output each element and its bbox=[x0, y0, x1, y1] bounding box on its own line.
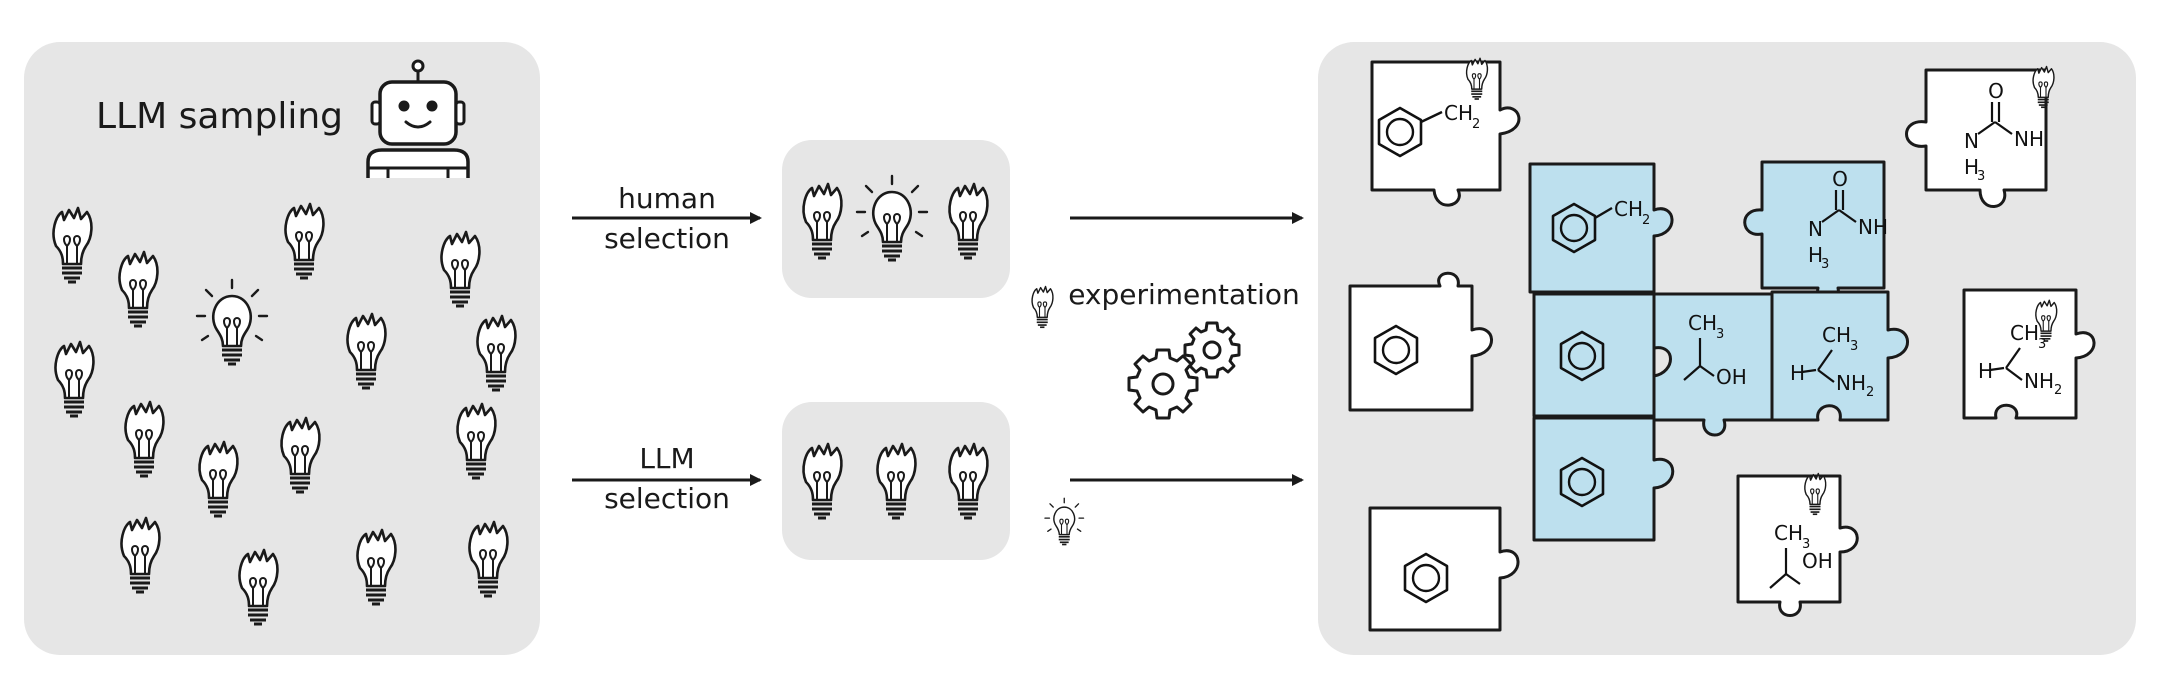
llm-selection-line2: selection bbox=[604, 482, 730, 515]
robot-icon bbox=[366, 59, 470, 178]
puzzle-piece-urea-idea bbox=[1905, 68, 2048, 208]
ch3-label: CH bbox=[1688, 311, 1717, 335]
ch3-sub: 3 bbox=[1802, 537, 1810, 552]
h3-sub: 3 bbox=[1977, 169, 1985, 184]
h-label: H bbox=[1808, 243, 1823, 267]
nh2-sub: 2 bbox=[2054, 383, 2062, 398]
puzzle-piece-benzene-confirmed-2 bbox=[1532, 416, 1675, 542]
ch3-sub: 3 bbox=[1850, 339, 1858, 354]
puzzle-piece-benzene-idea bbox=[1348, 271, 1493, 412]
gears-icon bbox=[1127, 321, 1241, 420]
nh2-label: NH bbox=[2024, 369, 2054, 393]
ch2-label: CH bbox=[1614, 197, 1643, 221]
o-label: O bbox=[1832, 167, 1848, 191]
human-selection-line1: human bbox=[618, 182, 716, 215]
puzzle-piece-benzyl-confirmed bbox=[1528, 162, 1674, 294]
nh2-sub: 2 bbox=[1866, 385, 1874, 400]
n-label: N bbox=[1964, 129, 1979, 153]
h3-sub: 3 bbox=[1821, 257, 1829, 272]
n-label: N bbox=[1808, 217, 1823, 241]
ch3-label: CH bbox=[2010, 321, 2039, 345]
h-label: H bbox=[1790, 361, 1805, 385]
puzzle-piece-benzene-confirmed bbox=[1532, 292, 1656, 418]
ch3-sub: 3 bbox=[2038, 337, 2046, 352]
puzzle-piece-isopropanol-idea bbox=[1736, 474, 1859, 617]
nh2-label: NH bbox=[1836, 371, 1866, 395]
llm-selection-line1: LLM bbox=[639, 442, 694, 475]
broken-lightbulb-icon bbox=[1031, 285, 1054, 329]
puzzle-piece-benzyl-idea bbox=[1370, 60, 1521, 207]
puzzle-piece-benzene-idea-2 bbox=[1368, 506, 1520, 632]
h-label: H bbox=[1978, 359, 1993, 383]
puzzle-piece-ethylamine-idea bbox=[1962, 288, 2096, 420]
oh-label: OH bbox=[1802, 549, 1833, 573]
human-selection-line2: selection bbox=[604, 222, 730, 255]
ch2-label: CH bbox=[1444, 101, 1473, 125]
experimentation-label: experimentation bbox=[1068, 278, 1300, 311]
o-label: O bbox=[1988, 79, 2004, 103]
puzzle-piece-ethylamine-confirmed bbox=[1770, 290, 1909, 422]
puzzle-piece-isopropanol-confirmed bbox=[1652, 292, 1774, 437]
llm-sampling-panel bbox=[24, 42, 540, 655]
h-label: H bbox=[1964, 155, 1979, 179]
ch3-sub: 3 bbox=[1716, 327, 1724, 342]
nh-label: NH bbox=[2014, 127, 2044, 151]
oh-label: OH bbox=[1716, 365, 1747, 389]
nh-label: NH bbox=[1858, 215, 1888, 239]
ch3-label: CH bbox=[1774, 521, 1803, 545]
ch3-label: CH bbox=[1822, 323, 1851, 347]
ch2-sub: 2 bbox=[1642, 213, 1650, 228]
llm-sampling-title: LLM sampling bbox=[96, 96, 343, 137]
lightbulb-icon bbox=[1044, 497, 1085, 546]
chemistry-labels: CH 2 CH 2 O N NH H 3 O N NH H 3 CH 3 OH … bbox=[1420, 79, 2062, 589]
ch2-sub: 2 bbox=[1472, 117, 1480, 132]
